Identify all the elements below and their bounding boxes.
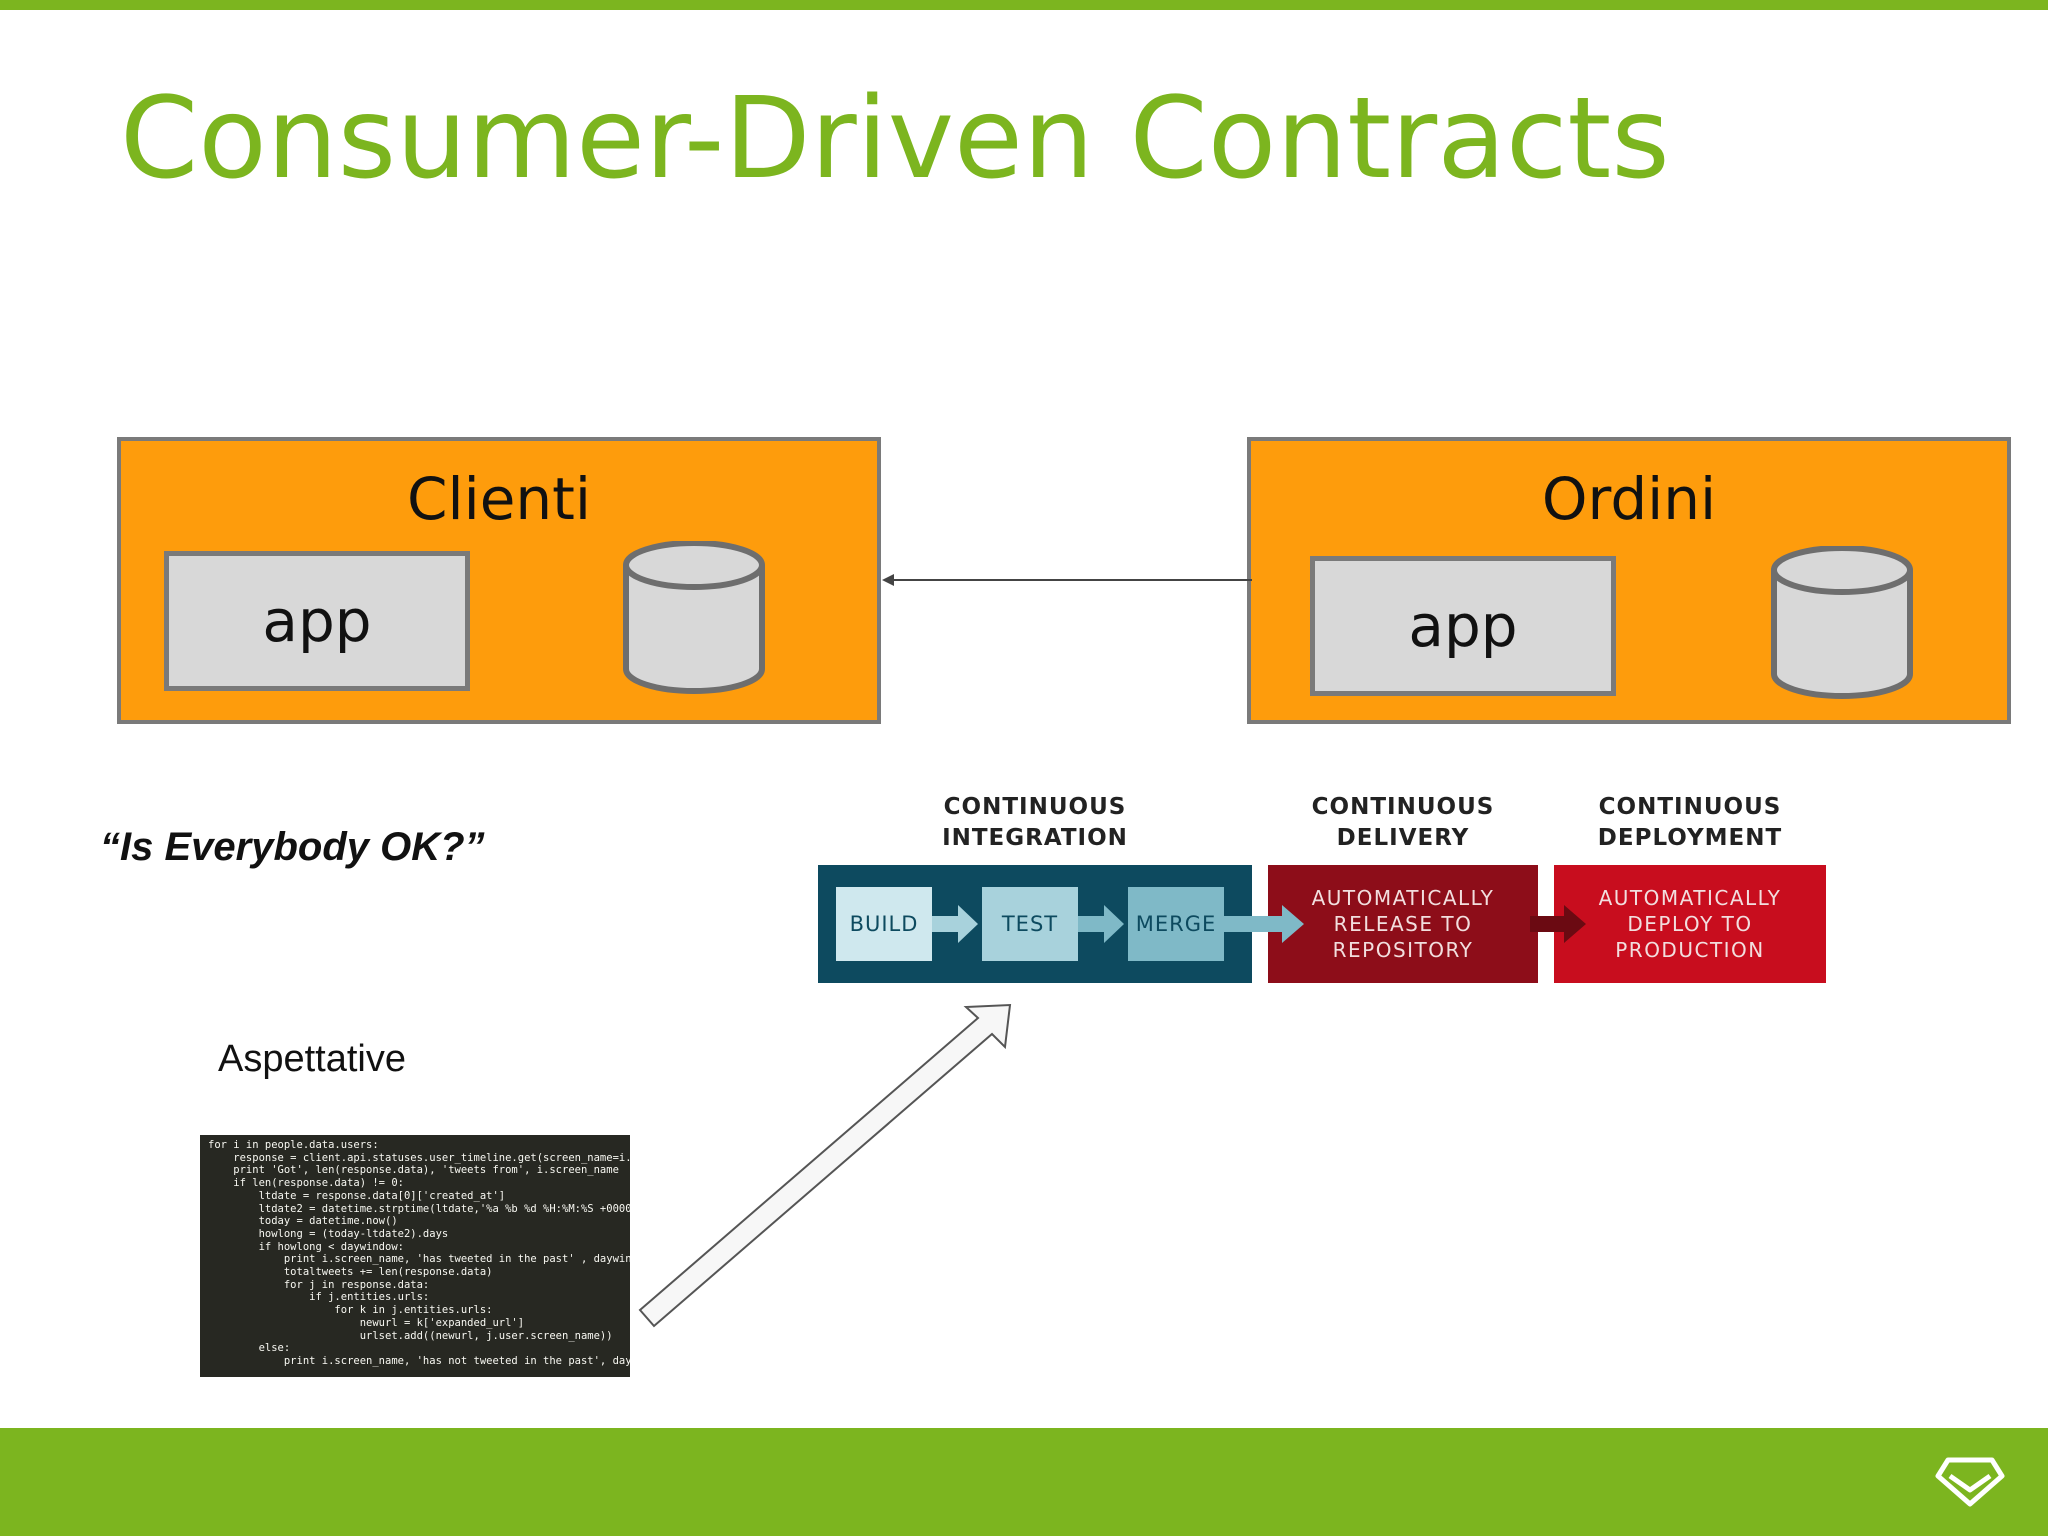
continuous-deployment-panel: AUTOMATICALLY DEPLOY TO PRODUCTION	[1554, 865, 1826, 983]
code-line: if j.entities.urls:	[208, 1291, 430, 1304]
code-line: today = datetime.now()	[208, 1215, 398, 1228]
database-icon	[623, 541, 765, 694]
code-line: newurl = k['expanded_url']	[208, 1316, 525, 1329]
service-box-ordini: Ordini app	[1247, 437, 2011, 724]
arrow-right-icon	[932, 905, 978, 943]
phase-header-integration: CONTINUOUS INTEGRATION	[942, 794, 1128, 851]
slide-title: Consumer-Driven Contracts	[120, 74, 1670, 204]
test-step: TEST	[982, 887, 1078, 961]
code-line: if len(response.data) != 0:	[208, 1177, 404, 1190]
service-label: Ordini	[1541, 465, 1717, 533]
expectations-arrow	[638, 1003, 1012, 1328]
arrow-right-icon	[1078, 905, 1124, 943]
arrow-right-icon	[1224, 905, 1304, 943]
database-icon	[1771, 546, 1913, 699]
bottom-footer-bar	[0, 1428, 2048, 1536]
quote-text: “Is Everybody OK?”	[100, 825, 485, 869]
code-line: response = client.api.statuses.user_time…	[208, 1151, 630, 1164]
code-line: urlset.add((newurl, j.user.screen_name))	[208, 1329, 613, 1342]
app-box: app	[1310, 556, 1616, 696]
merge-step: MERGE	[1128, 887, 1224, 961]
continuous-integration-panel: BUILD TEST MERGE	[818, 865, 1252, 983]
contract-arrow	[882, 574, 1252, 586]
app-box: app	[164, 551, 470, 691]
code-line: for k in j.entities.urls:	[208, 1304, 493, 1317]
code-line: howlong = (today-ltdate2).days	[208, 1227, 449, 1240]
phase-header-deployment: CONTINUOUS DEPLOYMENT	[1597, 794, 1783, 851]
logo-icon	[1935, 1457, 2005, 1507]
top-accent-bar	[0, 0, 2048, 10]
code-line: ltdate = response.data[0]['created_at']	[208, 1189, 506, 1202]
continuous-delivery-panel: AUTOMATICALLY RELEASE TO REPOSITORY	[1268, 865, 1538, 983]
code-line: for i in people.data.users:	[208, 1139, 379, 1151]
arrow-right-icon	[1530, 905, 1586, 943]
code-line: ltdate2 = datetime.strptime(ltdate,'%a %…	[208, 1202, 630, 1215]
code-line: print 'Got', len(response.data), 'tweets…	[208, 1164, 619, 1177]
expectations-label: Aspettative	[218, 1038, 406, 1080]
code-line: for j in response.data:	[208, 1278, 430, 1291]
code-line: totaltweets += len(response.data)	[208, 1266, 493, 1279]
code-snippet: for i in people.data.users: response = c…	[200, 1135, 630, 1377]
code-line: if howlong < daywindow:	[208, 1240, 404, 1253]
build-step: BUILD	[836, 887, 932, 961]
code-line: print i.screen_name, 'has tweeted in the…	[208, 1253, 630, 1266]
service-box-clienti: Clienti app	[117, 437, 881, 724]
code-line: print i.screen_name, 'has not tweeted in…	[208, 1354, 630, 1367]
code-line: else:	[208, 1342, 291, 1355]
service-label: Clienti	[406, 465, 592, 533]
phase-header-delivery: CONTINUOUS DELIVERY	[1311, 794, 1495, 851]
